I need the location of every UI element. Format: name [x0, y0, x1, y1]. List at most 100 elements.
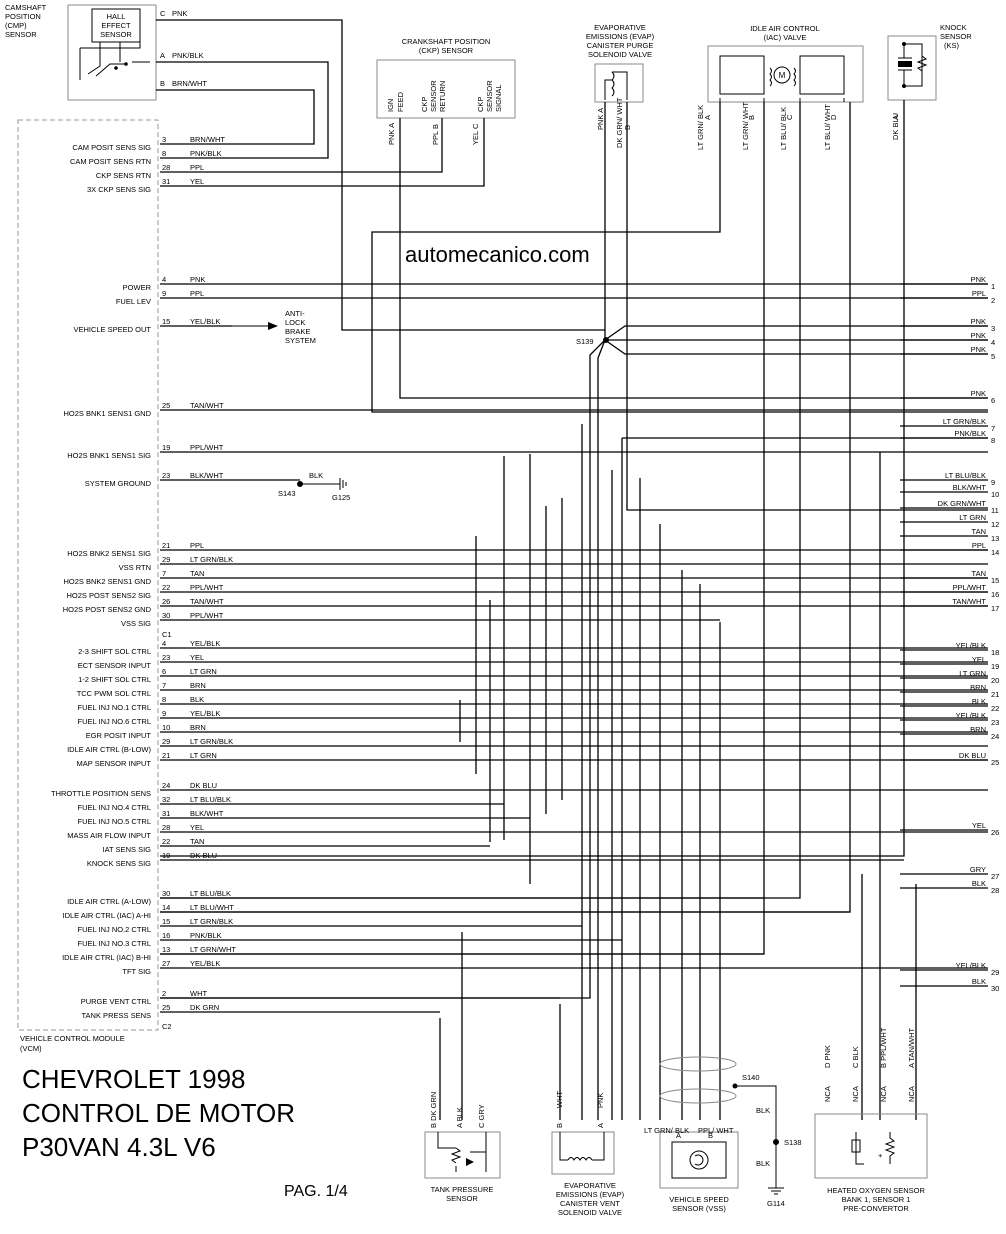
vcm-pin-number: 22	[162, 583, 170, 592]
vcm-pin-name: FUEL INJ NO.4 CTRL	[78, 803, 151, 812]
vcm-pin-name: HO2S POST SENS2 SIG	[67, 591, 152, 600]
vcm-pin-number: 25	[162, 401, 170, 410]
cmp-label-2: POSITION	[5, 12, 41, 21]
vcm-pin-number: 2	[162, 989, 166, 998]
iac-wire-a-line	[371, 102, 988, 413]
vcm-pin-number: 4	[162, 275, 166, 284]
evap-vent-label-4: SOLENOID VALVE	[558, 1208, 622, 1217]
vcm-pin-name: HO2S POST SENS2 GND	[63, 605, 152, 614]
cmp-wire-pnkblk	[156, 61, 329, 159]
vcm-label-2: (VCM)	[20, 1044, 42, 1053]
output-wire-color: LT GRN	[959, 513, 986, 522]
vcm-pin-number: 8	[162, 149, 166, 158]
output-number: 24	[991, 732, 999, 741]
vcm-pin-wire-color: LT GRN/WHT	[190, 945, 236, 954]
vss-label-1: VEHICLE SPEED	[669, 1195, 729, 1204]
output-number: 27	[991, 872, 999, 881]
output-number: 7	[991, 424, 995, 433]
ckp-wire-pnk	[399, 118, 988, 399]
cmp-sensor: HALL EFFECT SENSOR CAMSHAFT POSITION (CM…	[5, 3, 207, 101]
vcm-pin-name: VSS SIG	[121, 619, 151, 628]
cmp-wire-b: BRN/WHT	[172, 79, 207, 88]
tank-label-1: TANK PRESSURE	[431, 1185, 494, 1194]
vcm-pin-number: 30	[162, 611, 170, 620]
evap-purge-wire-b	[626, 102, 988, 511]
output-wire-color: PNK	[971, 331, 986, 340]
evap-purge-label-3: CANISTER PURGE	[587, 41, 654, 50]
output-number: 13	[991, 534, 999, 543]
vcm-pin-wire-color: LT GRN	[190, 751, 217, 760]
vcm-pin-wire-color: BLK/WHT	[190, 471, 224, 480]
vcm-pin-number: 15	[162, 917, 170, 926]
vcm-pin-wire-color: BRN	[190, 681, 206, 690]
vcm-pin-wire-color: PNK	[190, 275, 205, 284]
ckp-sensor: CRANKSHAFT POSITION (CKP) SENSOR IGN FEE…	[376, 37, 516, 145]
vcm-pin-name: PURGE VENT CTRL	[81, 997, 151, 1006]
output-wire-color: YEL	[972, 821, 986, 830]
vcm-pin-number: 10	[162, 723, 170, 732]
ho2s-pin-b: B PPL/WHT	[879, 1027, 888, 1068]
ckp-inside-3a: CKP	[476, 97, 485, 112]
cmp-inner-1: HALL	[107, 12, 126, 21]
output-wire-color: PNK/BLK	[954, 429, 986, 438]
ho2s-label-1: HEATED OXYGEN SENSOR	[827, 1186, 925, 1195]
output-wire-color: BLK	[972, 879, 986, 888]
output-number: 8	[991, 436, 995, 445]
output-wire-color: PPL	[972, 541, 986, 550]
vcm-pin-name: VSS RTN	[119, 563, 151, 572]
ckp-inside-1a: IGN	[386, 99, 395, 112]
ckp-inside-1b: FEED	[396, 91, 405, 112]
output-number: 18	[991, 648, 999, 657]
ckp-label-1: CRANKSHAFT POSITION	[402, 37, 491, 46]
ks-label-2: SENSOR	[940, 32, 972, 41]
output-number: 6	[991, 396, 995, 405]
output-number: 23	[991, 718, 999, 727]
output-number: 21	[991, 690, 999, 699]
output-wire-color: BLK	[972, 977, 986, 986]
ckp-wire-yel	[160, 118, 485, 187]
ho2s-pin-c: C BLK	[851, 1046, 860, 1068]
vcm-pin-number: 30	[162, 889, 170, 898]
vcm-pin-name: 3X CKP SENS SIG	[87, 185, 151, 194]
abs-label-2: LOCK	[285, 318, 305, 327]
vcm-pin-wire-color: PNK/BLK	[190, 931, 222, 940]
vcm-pin-number: 6	[162, 667, 166, 676]
ks-label-1: KNOCK	[940, 23, 967, 32]
connector-c1: C1	[162, 630, 172, 639]
iac-wire-c: LT BLU/ BLK	[779, 107, 788, 150]
output-number: 20	[991, 676, 999, 685]
vcm-pin-wire-color: BRN	[190, 723, 206, 732]
vcm-pin-number: 21	[162, 751, 170, 760]
vcm-pin-name: IDLE AIR CTRL (IAC) A-HI	[63, 911, 152, 920]
ckp-inside-2c: RETURN	[438, 81, 447, 112]
output-number: 16	[991, 590, 999, 599]
vcm-pin-name: TCC PWM SOL CTRL	[77, 689, 151, 698]
tank-pin-b: B DK GRN	[429, 1092, 438, 1128]
vss-label-2: SENSOR (VSS)	[672, 1204, 726, 1213]
output-wire-color: LT BLU/BLK	[945, 471, 986, 480]
evap-purge-wire: DK GRN/ WHT	[615, 97, 624, 148]
vss-s138: S138	[784, 1138, 802, 1147]
vcm-label-1: VEHICLE CONTROL MODULE	[20, 1034, 125, 1043]
evap-vent-wire-b: WHT	[555, 1091, 564, 1108]
vcm-pin-name: FUEL INJ NO.2 CTRL	[78, 925, 151, 934]
output-number: 30	[991, 984, 999, 993]
ckp-inside-3b: SENSOR	[485, 80, 494, 112]
output-number: 17	[991, 604, 999, 613]
cmp-wire-a: PNK/BLK	[172, 51, 204, 60]
vcm-pin-number: 26	[162, 597, 170, 606]
iac-valve: IDLE AIR CONTROL (IAC) VALVE M A B C D L…	[696, 24, 864, 150]
